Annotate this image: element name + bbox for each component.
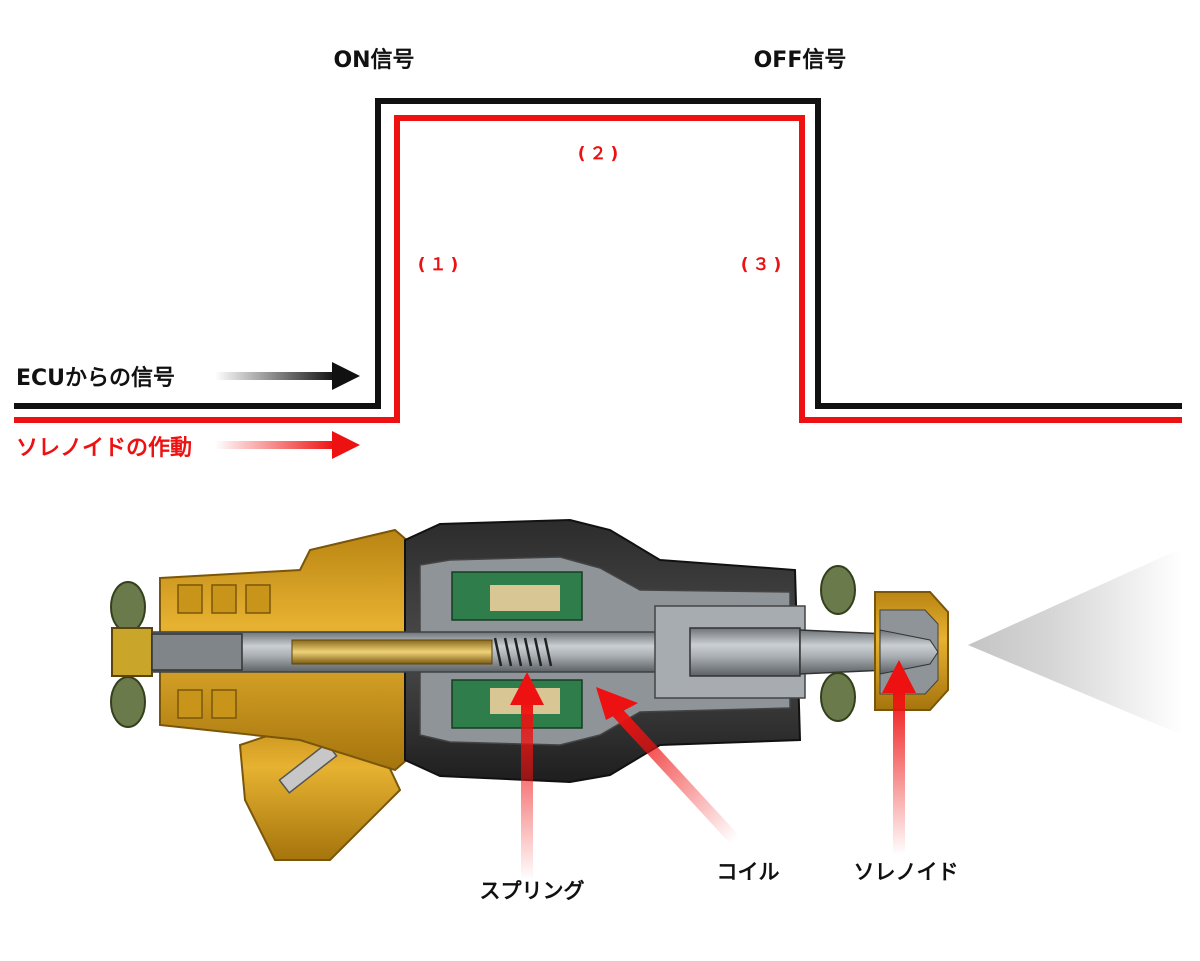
ecu-signal-waveform bbox=[14, 98, 1182, 409]
fuel-spray-cone bbox=[968, 548, 1182, 735]
coil-label: コイル bbox=[717, 860, 780, 884]
ecu-signal-label: ECUからの信号 bbox=[16, 365, 175, 391]
solenoid-action-arrow bbox=[215, 431, 360, 459]
phase-1-label: (１) bbox=[418, 255, 463, 275]
solenoid-label: ソレノイド bbox=[854, 860, 959, 884]
solenoid-action-label: ソレノイドの作動 bbox=[16, 436, 192, 461]
solenoid-action-waveform bbox=[14, 115, 1182, 423]
coil-pointer-arrow bbox=[596, 687, 740, 845]
off-signal-label: OFF信号 bbox=[754, 47, 847, 73]
ecu-signal-arrow bbox=[215, 362, 360, 390]
on-signal-label: ON信号 bbox=[333, 47, 414, 73]
spring-pointer-arrow bbox=[510, 672, 544, 880]
spring-label: スプリング bbox=[480, 879, 585, 903]
solenoid-pointer-arrow bbox=[882, 660, 916, 855]
phase-2-label: (２) bbox=[578, 144, 623, 164]
fuel-injector-cutaway-image bbox=[110, 518, 949, 861]
phase-3-label: (３) bbox=[741, 255, 786, 275]
